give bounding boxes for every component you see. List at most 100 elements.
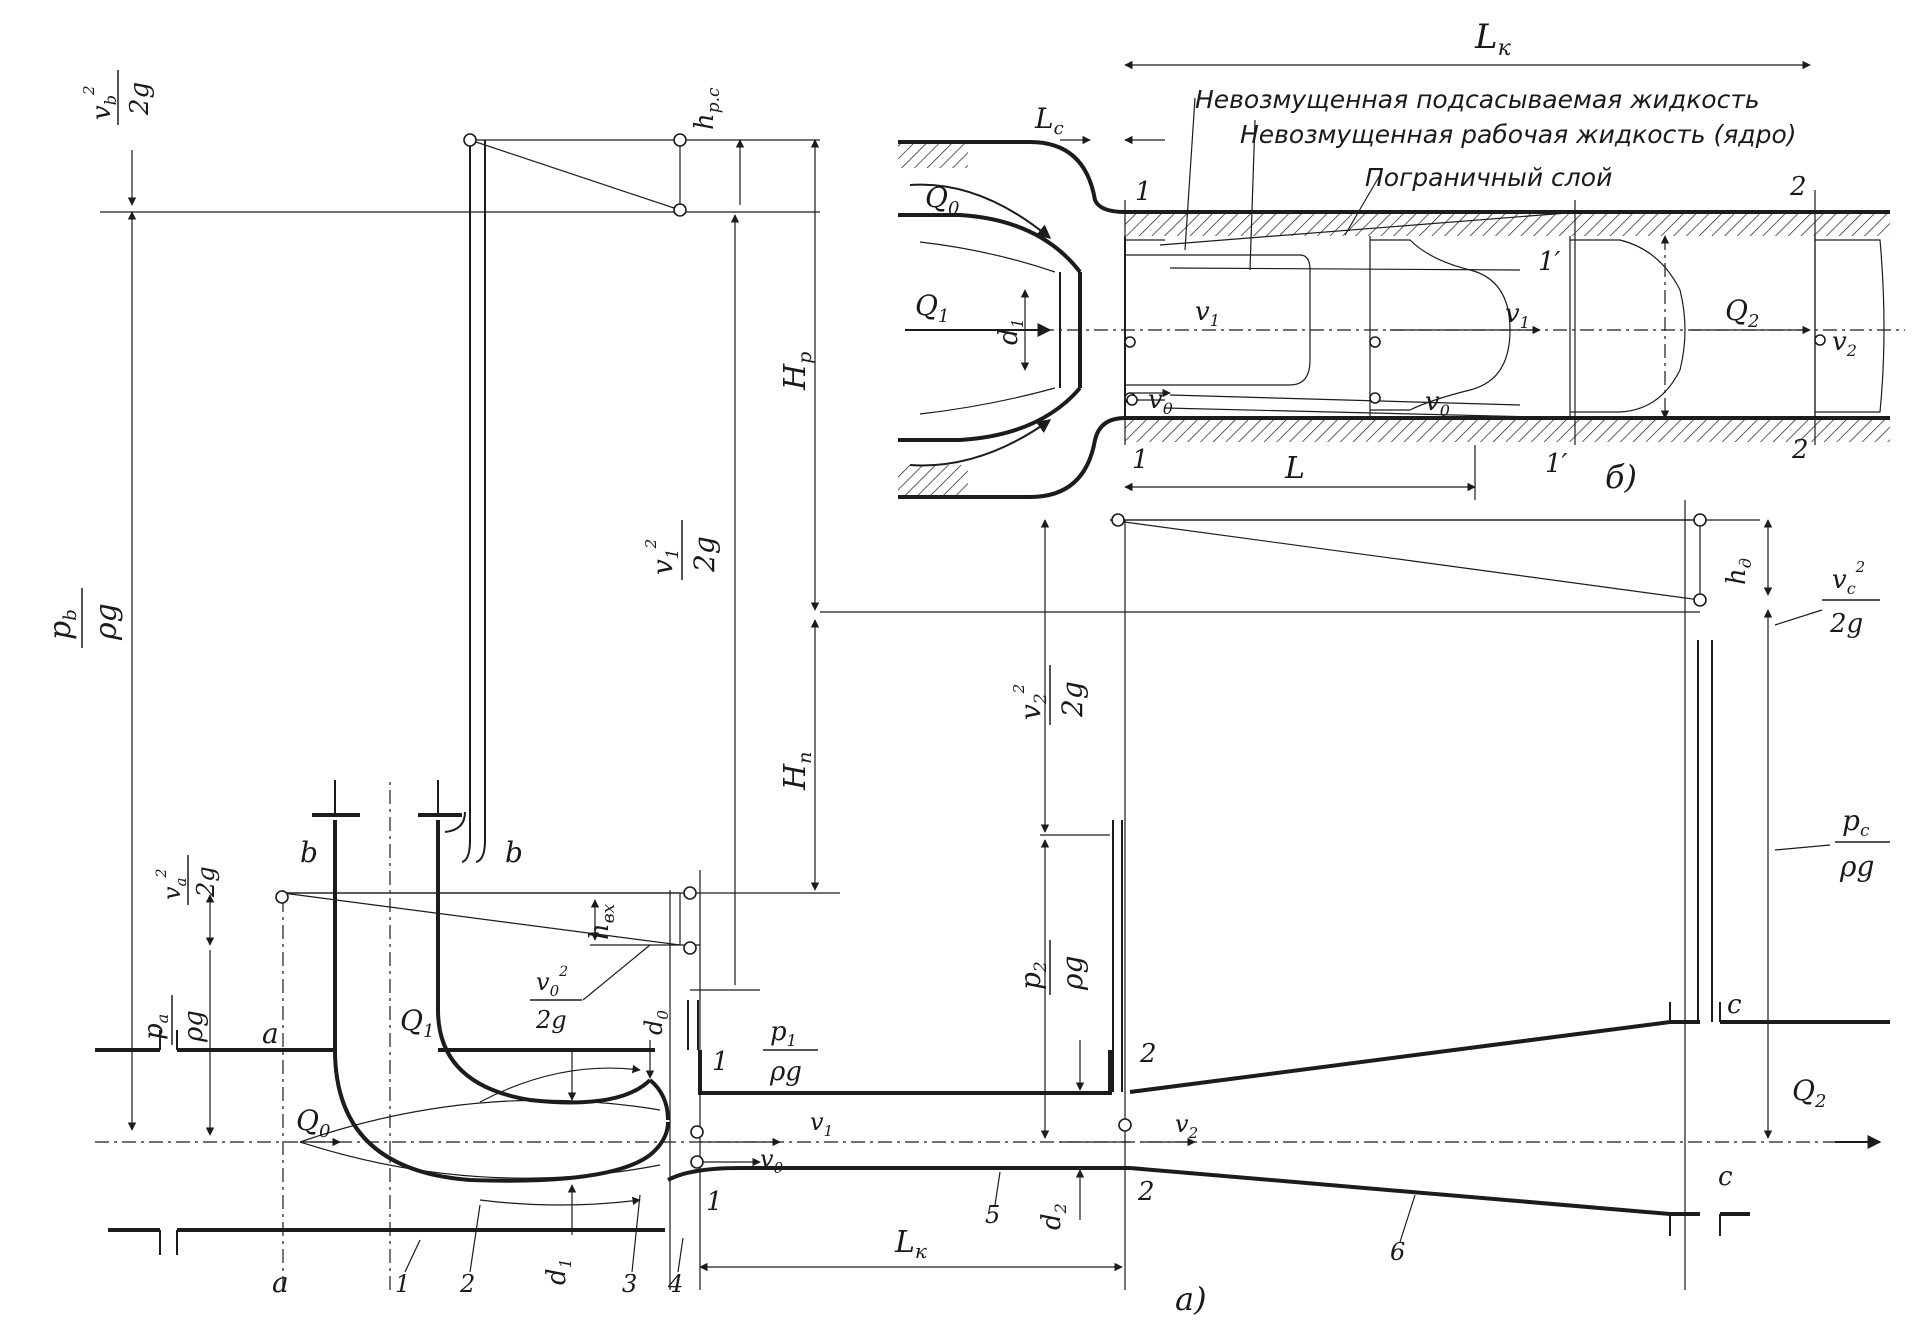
- label-section-c-top: c: [1727, 990, 1742, 1020]
- label-d0: d0: [640, 1010, 672, 1035]
- svg-text:p1: p1: [770, 1017, 797, 1050]
- label-b-section-2-bottom: 2: [1791, 435, 1809, 465]
- svg-text:2g: 2g: [688, 536, 721, 573]
- label-q0: Q0: [296, 1104, 330, 1142]
- label-Hp: Hp: [778, 352, 816, 391]
- annotation-undisturbed-suction: Невозмущенная подсасываемая жидкость: [1195, 85, 1760, 114]
- label-v0-2-2g: v02 2g: [530, 964, 582, 1034]
- part-number-2: 2: [459, 1270, 475, 1298]
- label-vc-2-2g: vc2 2g: [1822, 558, 1880, 639]
- svg-text:Hp: Hp: [778, 352, 816, 391]
- wall-hatch-upper: [1125, 212, 1890, 236]
- svg-text:d1: d1: [994, 318, 1027, 345]
- part-b-detail: [898, 60, 1905, 500]
- svg-text:2g: 2g: [1056, 681, 1089, 718]
- annotation-undisturbed-working: Невозмущенная рабочая жидкость (ядро): [1240, 120, 1797, 149]
- label-vb2-2g: vb2 2g: [80, 70, 155, 125]
- label-L: L: [1284, 451, 1305, 486]
- label-v2-2-2g: v22 2g: [1010, 665, 1089, 725]
- label-pb-rho-g: pb ρg: [43, 588, 124, 648]
- label-v0: v0: [760, 1145, 784, 1177]
- label-p1-rho-g: p1 ρg: [763, 1017, 818, 1087]
- label-section-c-bottom: c: [1718, 1162, 1733, 1192]
- label-section-b-right: b: [505, 836, 523, 869]
- svg-text:ρg: ρg: [769, 1057, 802, 1087]
- label-lc: Lc: [1034, 102, 1064, 139]
- figure-label-b: б): [1605, 458, 1637, 496]
- svg-text:pb: pb: [43, 609, 81, 640]
- label-section-a-top: a: [262, 1017, 279, 1050]
- label-pc-rho-g: pc ρg: [1835, 804, 1890, 883]
- label-section-2-top: 2: [1139, 1039, 1157, 1069]
- label-d1: d1: [542, 1258, 575, 1285]
- label-q1-b: Q1: [915, 289, 949, 327]
- label-b-section-1p-top: 1′: [1538, 247, 1561, 277]
- label-b-section-1p-bottom: 1′: [1545, 449, 1568, 479]
- svg-text:v12: v12: [642, 539, 683, 575]
- part-number-4: 4: [667, 1270, 683, 1298]
- part-number-1: 1: [395, 1270, 410, 1298]
- label-q2-b: Q2: [1725, 294, 1759, 332]
- label-section-1-bottom: 1: [706, 1187, 723, 1217]
- svg-text:ρg: ρg: [89, 603, 124, 641]
- wall-hatch-upper-left: [898, 140, 968, 168]
- part-number-6: 6: [1390, 1238, 1405, 1266]
- label-p2-rho-g: p2 ρg: [1014, 940, 1089, 995]
- label-b-section-1-top: 1: [1135, 177, 1152, 207]
- label-hps: hp.c: [690, 87, 724, 130]
- label-lk-b: Lк: [1474, 17, 1512, 61]
- svg-text:ρg: ρg: [1056, 956, 1089, 991]
- label-v2-b: v2: [1832, 327, 1857, 360]
- figure-label-a: а): [1175, 1280, 1207, 1318]
- svg-text:pa: pa: [139, 1014, 172, 1040]
- svg-text:hp.c: hp.c: [690, 87, 724, 130]
- annotation-boundary-layer: Пограничный слой: [1365, 163, 1612, 192]
- svg-text:ρg: ρg: [179, 1010, 209, 1043]
- part-number-3: 3: [622, 1270, 637, 1298]
- svg-text:pc: pc: [1842, 804, 1870, 841]
- wall-hatch-lower-left: [898, 465, 968, 497]
- part-b-labels: Lк Lc Невозмущенная подсасываемая жидкос…: [915, 17, 1857, 496]
- wall-hatch-lower: [1125, 418, 1890, 442]
- label-v1-b-left: v1: [1195, 297, 1220, 330]
- label-v1-2-2g: v12 2g: [642, 520, 721, 580]
- label-section-a-bottom: a: [272, 1266, 289, 1299]
- label-pa-rho-g: pa ρg: [139, 995, 209, 1045]
- part-a-labels: vb2 2g pb ρg va2 2g pa ρg b b a a Q0 Q1 …: [43, 70, 1890, 1318]
- svg-text:d1: d1: [542, 1258, 575, 1285]
- label-q2: Q2: [1792, 1074, 1826, 1112]
- svg-text:ρg: ρg: [1839, 850, 1874, 883]
- label-Hn: Hп: [778, 752, 816, 791]
- label-section-2-bottom: 2: [1137, 1177, 1155, 1207]
- svg-text:p2: p2: [1014, 961, 1051, 990]
- label-va2-2g: va2 2g: [154, 855, 220, 905]
- label-hvk: hвх: [585, 903, 619, 940]
- label-v0-b-left: v0: [1148, 385, 1173, 418]
- label-v0-b-right: v0: [1425, 387, 1450, 420]
- label-v2: v2: [1175, 1110, 1198, 1142]
- svg-text:hд: hд: [1722, 558, 1755, 585]
- label-v1-b-right: v1: [1505, 299, 1530, 332]
- label-section-b-left: b: [300, 836, 318, 869]
- label-v1: v1: [810, 1108, 833, 1140]
- part-a-schematic: [95, 133, 1890, 1290]
- label-d2: d2: [1037, 1203, 1070, 1230]
- svg-text:Hп: Hп: [778, 752, 816, 791]
- svg-text:d2: d2: [1037, 1203, 1070, 1230]
- svg-text:v22: v22: [1010, 684, 1051, 720]
- svg-text:vc2: vc2: [1832, 558, 1865, 598]
- label-q0-b: Q0: [925, 181, 959, 219]
- label-d1-b: d1: [994, 318, 1027, 345]
- label-hd: hд: [1722, 558, 1755, 585]
- part-number-5: 5: [985, 1201, 1000, 1229]
- svg-text:hвх: hвх: [585, 903, 619, 940]
- label-b-section-1-bottom: 1: [1132, 445, 1149, 475]
- svg-text:2g: 2g: [125, 82, 155, 116]
- svg-text:va2: va2: [154, 868, 190, 900]
- label-b-section-2-top: 2: [1789, 172, 1807, 202]
- label-section-1-top: 1: [712, 1047, 729, 1077]
- label-q1: Q1: [400, 1004, 434, 1042]
- svg-text:vb2: vb2: [80, 86, 120, 121]
- svg-text:2g: 2g: [192, 866, 220, 898]
